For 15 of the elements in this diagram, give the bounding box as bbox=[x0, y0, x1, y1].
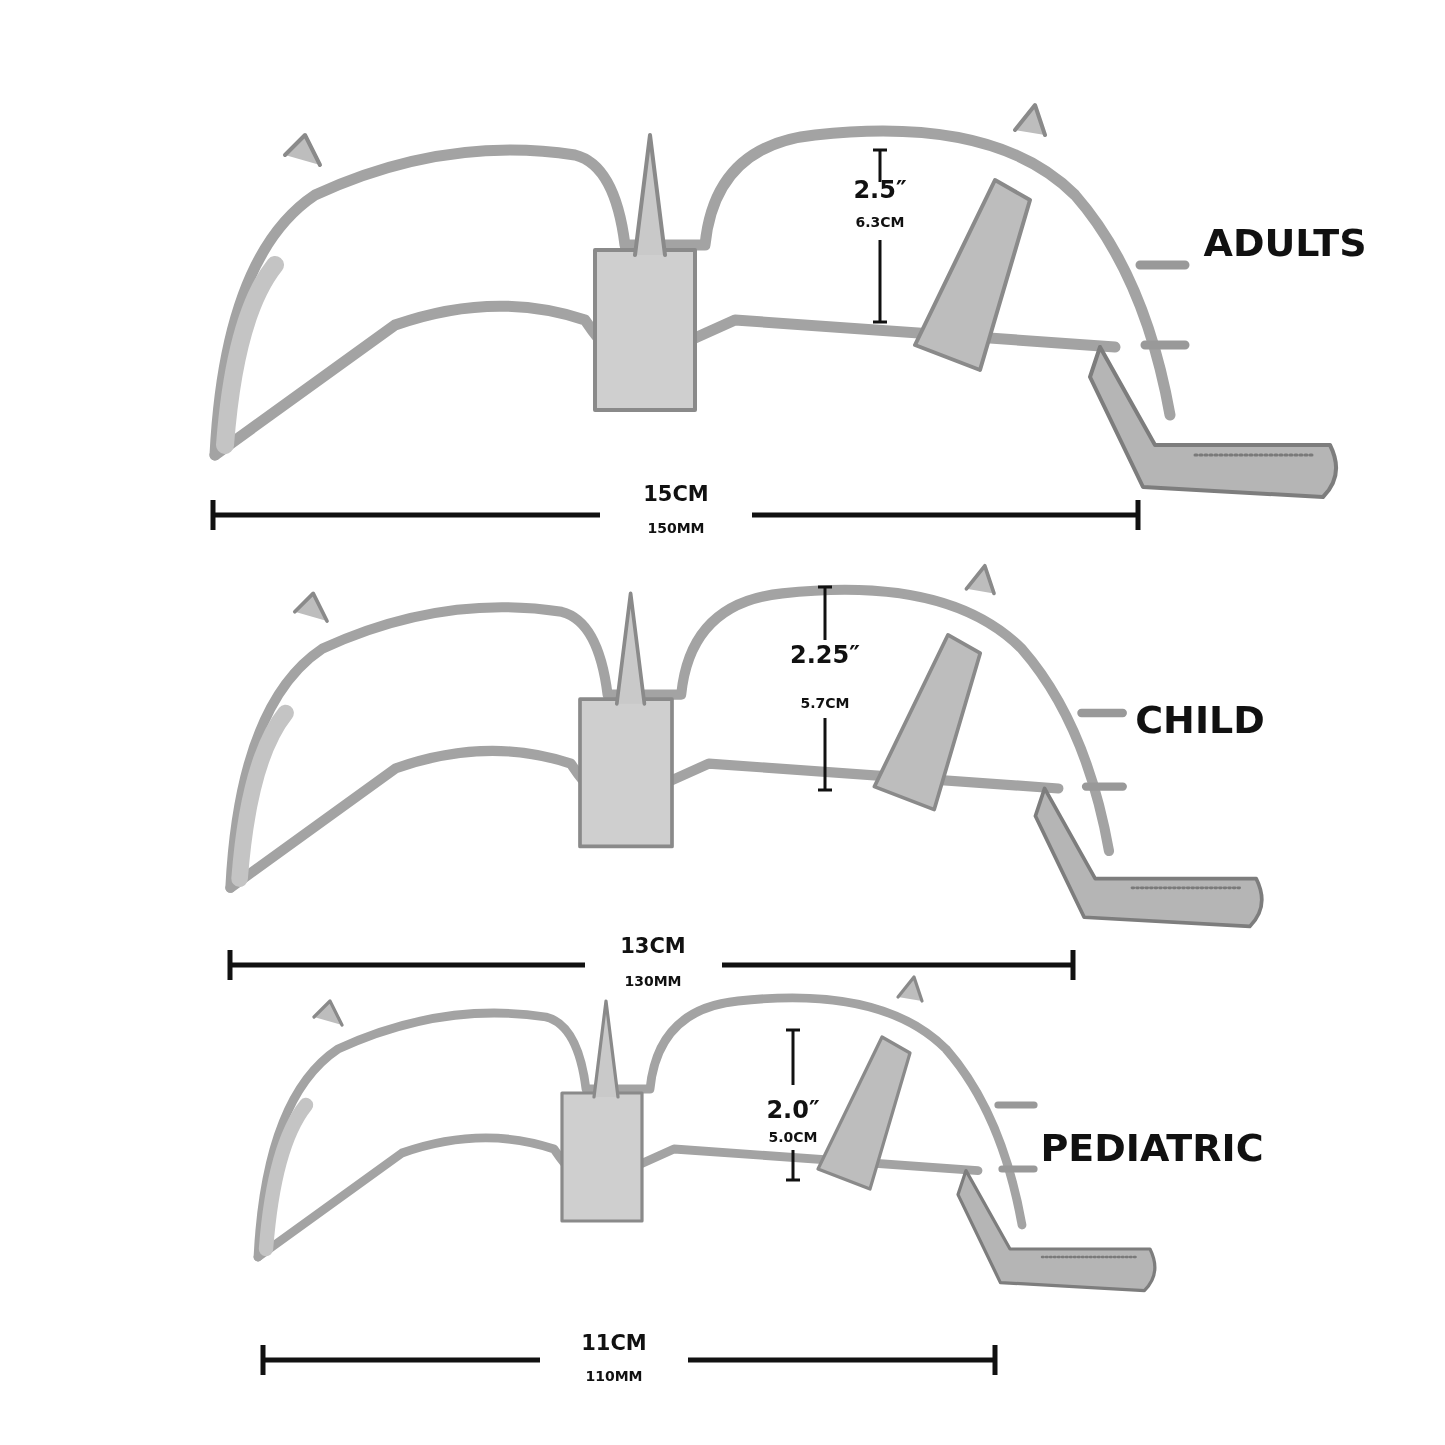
dimension-label: 2.25″ bbox=[790, 643, 860, 667]
dimension-label: 130MM bbox=[624, 974, 682, 988]
dimension-label: 15CM bbox=[643, 483, 709, 505]
dimension-label: 2.5″ bbox=[853, 178, 907, 202]
size-label: PEDIATRIC bbox=[1040, 1129, 1264, 1167]
dimension-label: 11CM bbox=[581, 1332, 647, 1354]
dimension-label: 110MM bbox=[585, 1369, 643, 1383]
dimension-label: 5.7CM bbox=[800, 696, 850, 710]
dimension-label: 150MM bbox=[647, 521, 705, 535]
size-label: ADULTS bbox=[1203, 224, 1367, 262]
dimension-label: 6.3CM bbox=[855, 215, 905, 229]
dimension-label: 13CM bbox=[620, 935, 686, 957]
dimension-label: 2.0″ bbox=[766, 1098, 820, 1122]
size-label: CHILD bbox=[1135, 701, 1265, 739]
dimension-label: 5.0CM bbox=[768, 1130, 818, 1144]
